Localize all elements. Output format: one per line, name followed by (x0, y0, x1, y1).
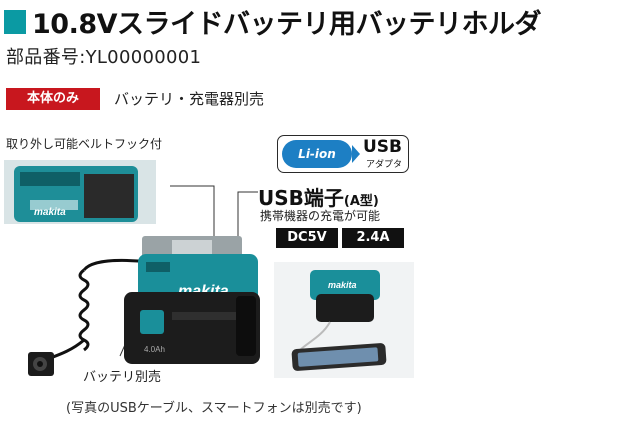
product-title: 10.8Vスライドバッテリ用バッテリホルダ (32, 9, 542, 40)
battery-charger-note: バッテリ・充電器別売 (114, 90, 265, 108)
usb-port-title: USB端子(A型) (258, 182, 379, 211)
title-square-marker (4, 9, 26, 34)
phone-charging-photo: makita (274, 262, 414, 378)
title-row: 10.8Vスライドバッテリ用バッテリホルダ (4, 2, 542, 41)
usb-badge-label: USB (363, 137, 403, 157)
voltage-spec: DC5V (276, 228, 338, 248)
dc-plug (28, 352, 54, 376)
belt-hook-inset-photo: makita (4, 160, 156, 224)
svg-text:4.0Ah: 4.0Ah (144, 345, 165, 354)
li-ion-usb-adapter-badge: Li-ion USB アダプタ (277, 135, 409, 173)
li-ion-badge: Li-ion (282, 140, 352, 168)
part-number: 部品番号:YL00000001 (6, 47, 202, 68)
adapter-label: アダプタ (366, 160, 403, 170)
usb-port-description: 携帯機器の充電が可能 (260, 209, 381, 223)
battery-sold-separately-label: バッテリ別売 (83, 370, 162, 385)
arrow-right-icon (352, 145, 360, 163)
photo-caption: (写真のUSBケーブル、スマートフォンは別売です) (66, 401, 362, 416)
usb-port-name: USB端子 (258, 186, 344, 210)
body-only-badge: 本体のみ (6, 88, 100, 110)
battery-pack: 4.0Ah (124, 292, 260, 364)
usb-port-type: (A型) (343, 194, 379, 209)
svg-text:makita: makita (328, 280, 357, 290)
belt-hook-label: 取り外し可能ベルトフック付 (6, 137, 163, 151)
svg-text:makita: makita (34, 207, 66, 218)
current-spec: 2.4A (342, 228, 404, 248)
